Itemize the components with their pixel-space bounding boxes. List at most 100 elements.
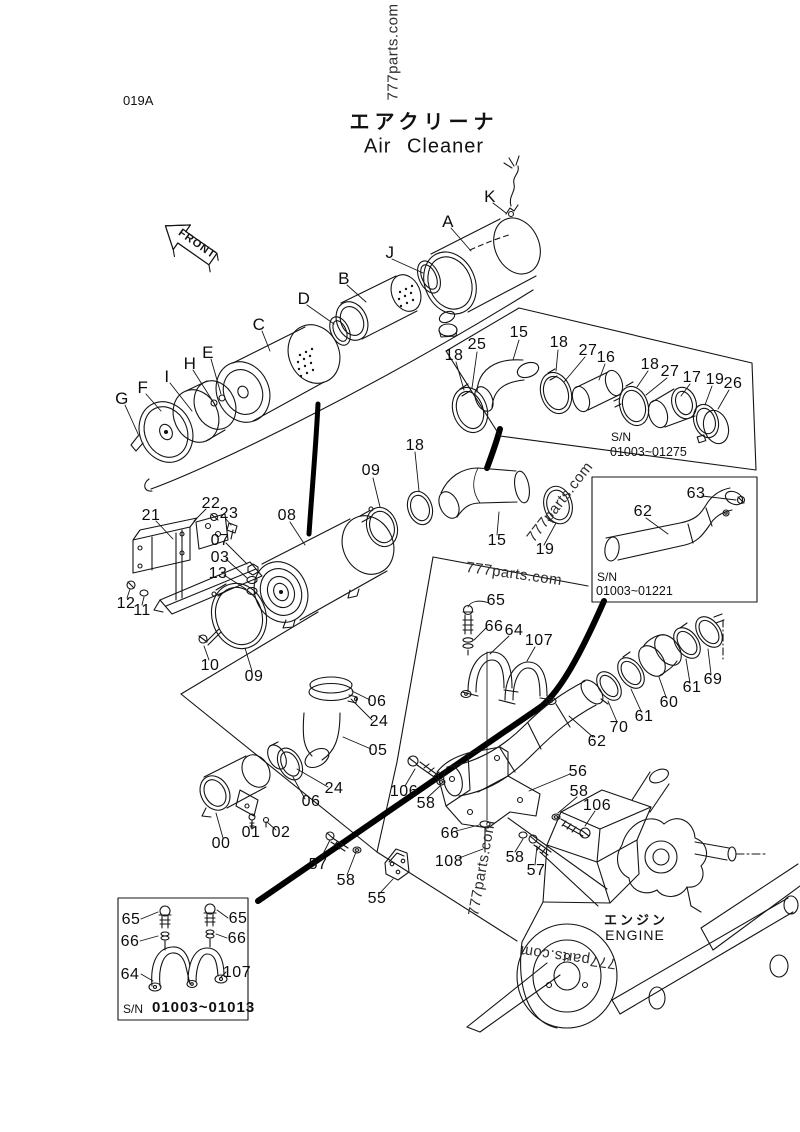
part-number-label: 107 xyxy=(222,964,252,981)
part-number-label: 23 xyxy=(219,505,239,522)
part-number-label: 11 xyxy=(133,602,151,619)
part-number-label: 22 xyxy=(201,495,221,512)
part-number-label: 61 xyxy=(682,679,702,696)
part-number-label: 55 xyxy=(367,890,387,907)
page-title-japanese: エアクリーナ xyxy=(349,111,499,134)
part-number-label: 56 xyxy=(568,763,588,780)
flow-strokes xyxy=(258,404,604,901)
part-number-label: 21 xyxy=(141,507,161,524)
part-number-label: 24 xyxy=(324,780,344,797)
part-number-label: 10 xyxy=(200,657,220,674)
part-number-label: 58 xyxy=(416,795,436,812)
part-number-label: 15 xyxy=(487,532,507,549)
part-letter-label: K xyxy=(484,187,496,206)
front-arrow xyxy=(154,214,226,279)
part-number-label: 106 xyxy=(389,783,419,800)
canister-drawing xyxy=(414,156,549,337)
mesh-dots xyxy=(296,347,315,378)
part-number-label: 18 xyxy=(405,437,425,454)
part-number-label: 58 xyxy=(336,872,356,889)
part-number-label: 65 xyxy=(486,592,506,609)
part-letter-label: E xyxy=(202,343,214,362)
part-number-label: 57 xyxy=(526,862,546,879)
part-number-label: 66 xyxy=(227,930,247,947)
part-letter-label: D xyxy=(297,289,311,308)
part-number-label: 57 xyxy=(308,856,328,873)
bracket-21-drawing xyxy=(127,514,262,615)
part-number-label: 03 xyxy=(210,549,230,566)
part-number-label: 01 xyxy=(241,824,261,841)
part-number-label: 65 xyxy=(121,911,141,928)
part-number-label: 66 xyxy=(484,618,504,635)
part-number-label: 27 xyxy=(578,342,598,359)
serial-number-label: S/N xyxy=(611,430,632,444)
part-letter-label: F xyxy=(137,378,149,397)
engine-drawing xyxy=(467,766,800,1032)
part-letter-label: B xyxy=(338,269,350,288)
part-number-label: 26 xyxy=(723,375,743,392)
serial-number-range: 01003~01275 xyxy=(610,445,687,459)
part-number-label: 62 xyxy=(587,733,607,750)
part-number-label: 66 xyxy=(440,825,460,842)
part-number-label: 107 xyxy=(524,632,554,649)
part-number-label: 18 xyxy=(640,356,660,373)
part-number-label: 62 xyxy=(633,503,653,520)
part-number-label: 08 xyxy=(277,507,297,524)
serial-box-1 xyxy=(446,308,756,470)
part-number-label: 61 xyxy=(634,708,654,725)
part-number-label: 65 xyxy=(228,910,248,927)
part-number-label: 07 xyxy=(210,532,230,549)
serial-number-label: S/N xyxy=(123,1002,144,1016)
part-letter-label: A xyxy=(442,212,454,231)
part-number-label: 66 xyxy=(120,933,140,950)
construction-lines xyxy=(145,290,723,941)
watermark-text: 777parts.com xyxy=(384,3,402,101)
leader-lines xyxy=(125,203,736,981)
serial-number-label: S/N xyxy=(597,570,618,584)
serial-number-range: 01003~01221 xyxy=(596,584,673,598)
part-number-label: 17 xyxy=(682,369,702,386)
engine-label-japanese: エンジン xyxy=(603,912,669,928)
part-number-label: 09 xyxy=(244,668,264,685)
part-number-label: 19 xyxy=(705,371,725,388)
part-number-label: 19 xyxy=(535,541,555,558)
part-number-label: 12 xyxy=(116,595,136,612)
part-number-label: 05 xyxy=(368,742,388,759)
part-number-label: 64 xyxy=(504,622,524,639)
serial-box-3 xyxy=(118,898,248,1020)
part-number-label: 106 xyxy=(582,797,612,814)
serial-number-range: 01003~01013 xyxy=(152,999,256,1016)
part-number-label: 15 xyxy=(509,324,529,341)
serial-box-2 xyxy=(592,477,757,602)
mid-hose-drawing xyxy=(360,468,576,551)
engine-label: ENGINE xyxy=(605,927,665,943)
part-number-label: 02 xyxy=(271,824,291,841)
part-letter-label: G xyxy=(115,389,129,408)
page-title: Air Cleaner xyxy=(363,135,485,158)
part-number-label: 06 xyxy=(301,793,321,810)
part-letter-label: C xyxy=(252,315,266,334)
part-number-label: 70 xyxy=(609,719,629,736)
part-number-label: 63 xyxy=(686,485,706,502)
part-number-label: 06 xyxy=(367,693,387,710)
precleaner-drawing xyxy=(130,374,244,471)
part-letter-label: J xyxy=(385,243,395,262)
part-number-label: 16 xyxy=(596,349,616,366)
part-number-label: 25 xyxy=(467,336,487,353)
part-number-label: 64 xyxy=(120,966,140,983)
part-number-label: 18 xyxy=(549,334,569,351)
part-number-label: 58 xyxy=(505,849,525,866)
part-number-label: 108 xyxy=(434,853,464,870)
canister-08-drawing xyxy=(199,507,403,655)
part-number-label: 58 xyxy=(569,783,589,800)
part-number-label: 24 xyxy=(369,713,389,730)
part-number-label: 18 xyxy=(444,347,464,364)
part-number-label: 00 xyxy=(211,835,231,852)
inner-element-drawing xyxy=(326,257,445,348)
part-letter-label: H xyxy=(183,354,197,373)
part-number-label: 13 xyxy=(208,565,228,582)
inlet-drawing xyxy=(194,677,357,829)
filter-element-drawing xyxy=(207,316,349,430)
